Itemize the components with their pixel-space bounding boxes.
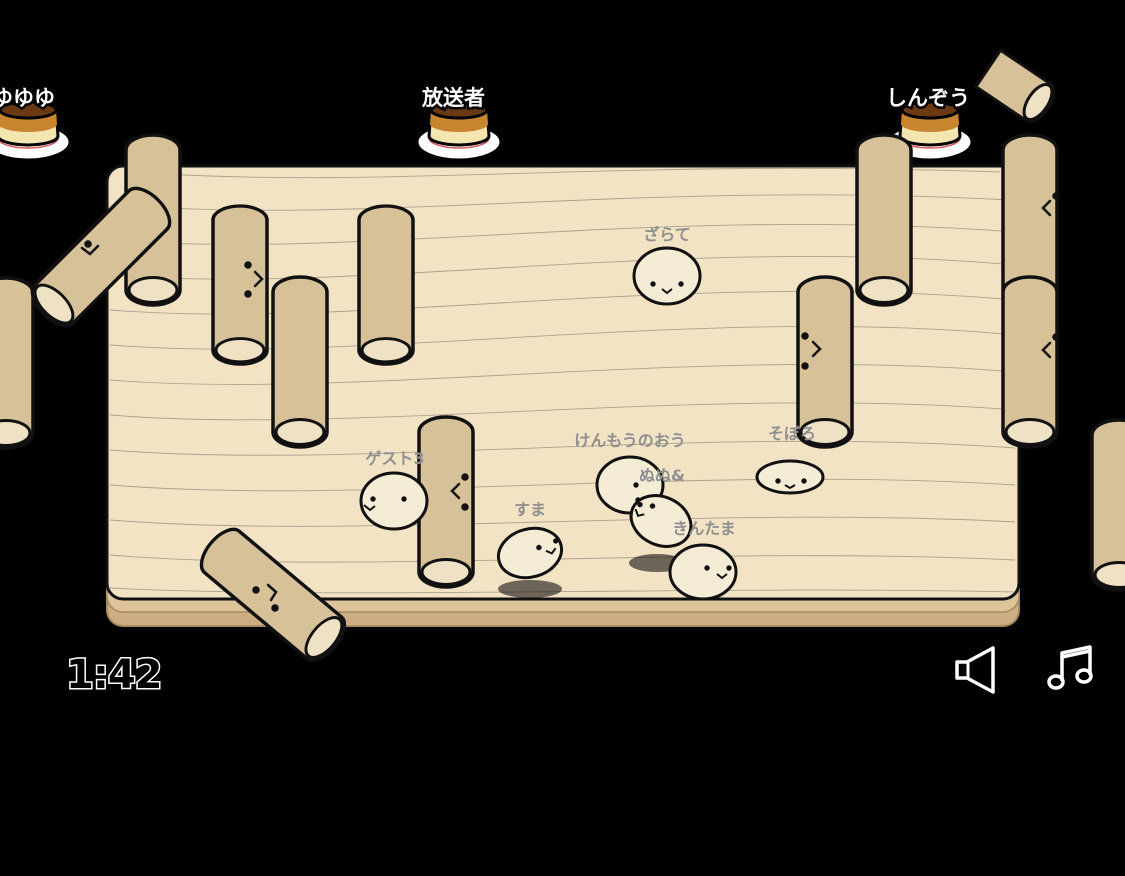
- sound-button[interactable]: [949, 642, 1001, 698]
- speaker-icon: [955, 646, 995, 694]
- log-obstacle: [855, 133, 913, 307]
- wooden-board: [105, 164, 1021, 627]
- pudding-icon: [0, 100, 72, 162]
- streamer-name: しんぞう: [886, 86, 970, 110]
- player-name: けんもうのおう: [574, 431, 686, 450]
- log-obstacle: [0, 276, 35, 450]
- log-obstacle: [1001, 275, 1059, 449]
- player-mochi: [668, 543, 738, 601]
- player-name: そぼろ: [768, 424, 816, 443]
- player-name: ゲスト3: [365, 449, 424, 468]
- player-mochi: [632, 246, 702, 306]
- players: [359, 246, 825, 601]
- player-name: きんたま: [672, 519, 736, 538]
- streamer-name: ゆゆゆ: [0, 86, 55, 110]
- log-obstacle: [211, 204, 269, 366]
- player-mochi: [755, 459, 825, 495]
- log-obstacle: [1090, 418, 1125, 592]
- player-name: すま: [514, 500, 546, 519]
- player-name: ざらて: [643, 225, 691, 244]
- pudding-icon: [415, 100, 503, 162]
- streamer-name: 放送者: [421, 86, 485, 110]
- log-obstacle: [973, 48, 1056, 123]
- music-note-icon: [1047, 645, 1093, 690]
- game-timer: 1:42: [66, 652, 162, 698]
- log-obstacle: [796, 275, 854, 449]
- log-obstacle: [357, 204, 415, 366]
- streamer-puddings: ゆゆゆ 放送者 しんぞう: [0, 84, 974, 162]
- player-mochi: [629, 494, 693, 548]
- logs: [0, 48, 1125, 670]
- log-obstacle: [271, 275, 329, 449]
- player-mochi: [496, 526, 564, 580]
- player-names: ざらて ゲスト3 すま けんもうのおう ぬぬ& そぼろ きんたま: [365, 225, 816, 538]
- player-name: ぬぬ&: [639, 466, 685, 485]
- music-button[interactable]: [1044, 641, 1096, 697]
- player-mochi: [359, 471, 429, 531]
